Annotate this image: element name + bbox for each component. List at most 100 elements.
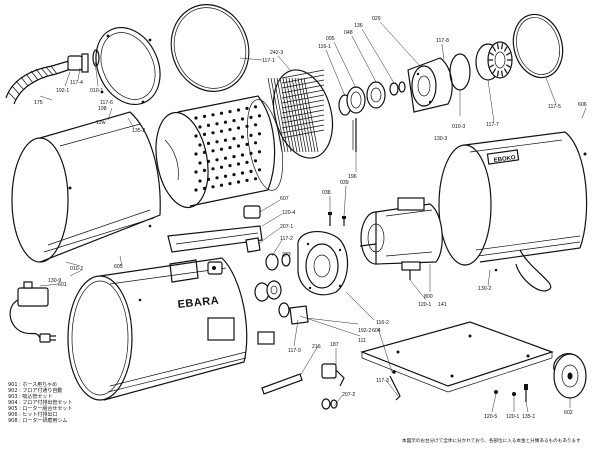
perforation-hole xyxy=(228,182,232,186)
part-label: 135-1 xyxy=(522,414,535,420)
perforation-hole xyxy=(219,165,224,169)
perforation-hole xyxy=(219,111,224,115)
perforation-hole xyxy=(206,177,211,181)
footnote: 本図示のお台分けて全体に分かれており、各部位に入る本金と分類あるものもあります xyxy=(402,437,581,444)
perforation-hole xyxy=(245,124,249,128)
mesh-line xyxy=(281,74,325,84)
perforation-hole xyxy=(253,123,258,127)
part-label: 242-3 xyxy=(270,50,283,56)
wheel-part xyxy=(553,353,587,399)
part-label: 130-2 xyxy=(478,286,491,292)
perforation-hole xyxy=(223,138,228,142)
part-label: 192-2 xyxy=(358,328,371,334)
strainer-basket-part xyxy=(155,95,284,209)
seal-ring-set-part xyxy=(338,81,406,116)
perforation-hole xyxy=(236,126,241,130)
mesh-line xyxy=(297,77,313,153)
part-label: 187 xyxy=(330,342,339,348)
hose-part xyxy=(5,59,75,105)
drain-fittings-part xyxy=(261,363,401,410)
base-plate-part xyxy=(360,321,554,393)
perforation-hole xyxy=(253,105,258,109)
front-cylinder-shell-part xyxy=(11,111,161,263)
part-label: 116-1 xyxy=(318,44,331,50)
mesh-line xyxy=(281,94,325,104)
mesh-line xyxy=(281,109,325,119)
mesh-screen-hatching xyxy=(267,69,325,153)
perforation-hole xyxy=(194,170,198,174)
perforation-hole xyxy=(206,159,211,163)
mesh-line xyxy=(273,77,289,153)
shaft-part xyxy=(352,118,357,152)
impeller-tooth xyxy=(492,46,497,52)
part-label: 605 xyxy=(114,264,123,270)
perforation-hole xyxy=(236,108,241,112)
mesh-line xyxy=(281,89,325,99)
impeller-tooth xyxy=(505,64,511,68)
part-label: 130-9 xyxy=(48,278,61,284)
perforation-hole xyxy=(249,151,253,155)
legend-item: 905 : ローター組合せセット xyxy=(8,405,72,412)
perforation-hole xyxy=(249,133,253,137)
impeller-teeth xyxy=(488,43,512,77)
perforation-hole xyxy=(198,143,202,147)
legend-item: 904 : フロア付排出管セット xyxy=(8,399,72,406)
part-label: 602 xyxy=(564,410,573,416)
mesh-line xyxy=(281,119,325,129)
part-label: 038 xyxy=(322,190,331,196)
perforation-hole xyxy=(257,150,262,154)
part-label: 117-7 xyxy=(486,122,499,128)
impeller-part xyxy=(475,41,513,81)
perforation-hole xyxy=(202,150,207,154)
rear-tank-shell-part xyxy=(438,131,588,292)
perforation-hole xyxy=(253,141,258,145)
motor-part xyxy=(359,197,443,271)
perforation-hole xyxy=(211,113,215,117)
part-label: 192-1 xyxy=(56,88,69,94)
perforation-hole xyxy=(245,106,249,110)
part-label: 604 xyxy=(372,328,381,334)
pump-casing-part xyxy=(297,230,349,296)
part-label: 135-2 xyxy=(132,128,145,134)
perforation-hole xyxy=(206,141,211,145)
perforation-hole xyxy=(240,171,245,175)
impeller-tooth xyxy=(496,70,500,77)
impeller-tooth xyxy=(500,70,504,77)
connecting-pipe-part xyxy=(167,205,263,253)
part-label: 606 xyxy=(578,102,587,108)
perforation-hole xyxy=(198,179,202,183)
perforation-hole xyxy=(211,167,215,171)
perforation-hole xyxy=(240,135,245,139)
perforation-hole xyxy=(228,146,232,150)
mesh-line xyxy=(281,124,325,134)
valve-fitting-part xyxy=(245,237,291,271)
part-label: 048 xyxy=(344,30,353,36)
part-label: 198 xyxy=(98,106,107,112)
part-label: 117-6 xyxy=(100,100,113,106)
perforation-hole xyxy=(236,144,241,148)
perforation-hole xyxy=(202,132,207,136)
main-housing-part xyxy=(67,257,275,401)
part-label: 130-3 xyxy=(434,136,447,142)
large-gasket-ring-part xyxy=(170,4,250,92)
perforation-hole xyxy=(194,116,198,120)
part-label: 207-1 xyxy=(280,224,293,230)
perforation-hole xyxy=(232,119,236,123)
perforation-hole xyxy=(219,129,224,133)
impeller-tooth xyxy=(492,68,497,74)
mesh-line xyxy=(285,77,301,153)
perforation-hole xyxy=(240,153,245,157)
part-label: 207-2 xyxy=(342,392,355,398)
part-label: 141 xyxy=(438,302,447,308)
perforation-hole xyxy=(245,160,249,164)
part-label: 120-5 xyxy=(484,414,497,420)
part-label: 136 xyxy=(354,23,363,29)
impeller-tooth xyxy=(489,52,495,56)
part-label: 010-2 xyxy=(70,266,83,272)
part-label: 601 xyxy=(58,282,67,288)
perforation-hole xyxy=(198,125,202,129)
mesh-line xyxy=(294,77,310,153)
perforation-hole xyxy=(215,122,219,126)
mesh-line xyxy=(281,69,325,79)
